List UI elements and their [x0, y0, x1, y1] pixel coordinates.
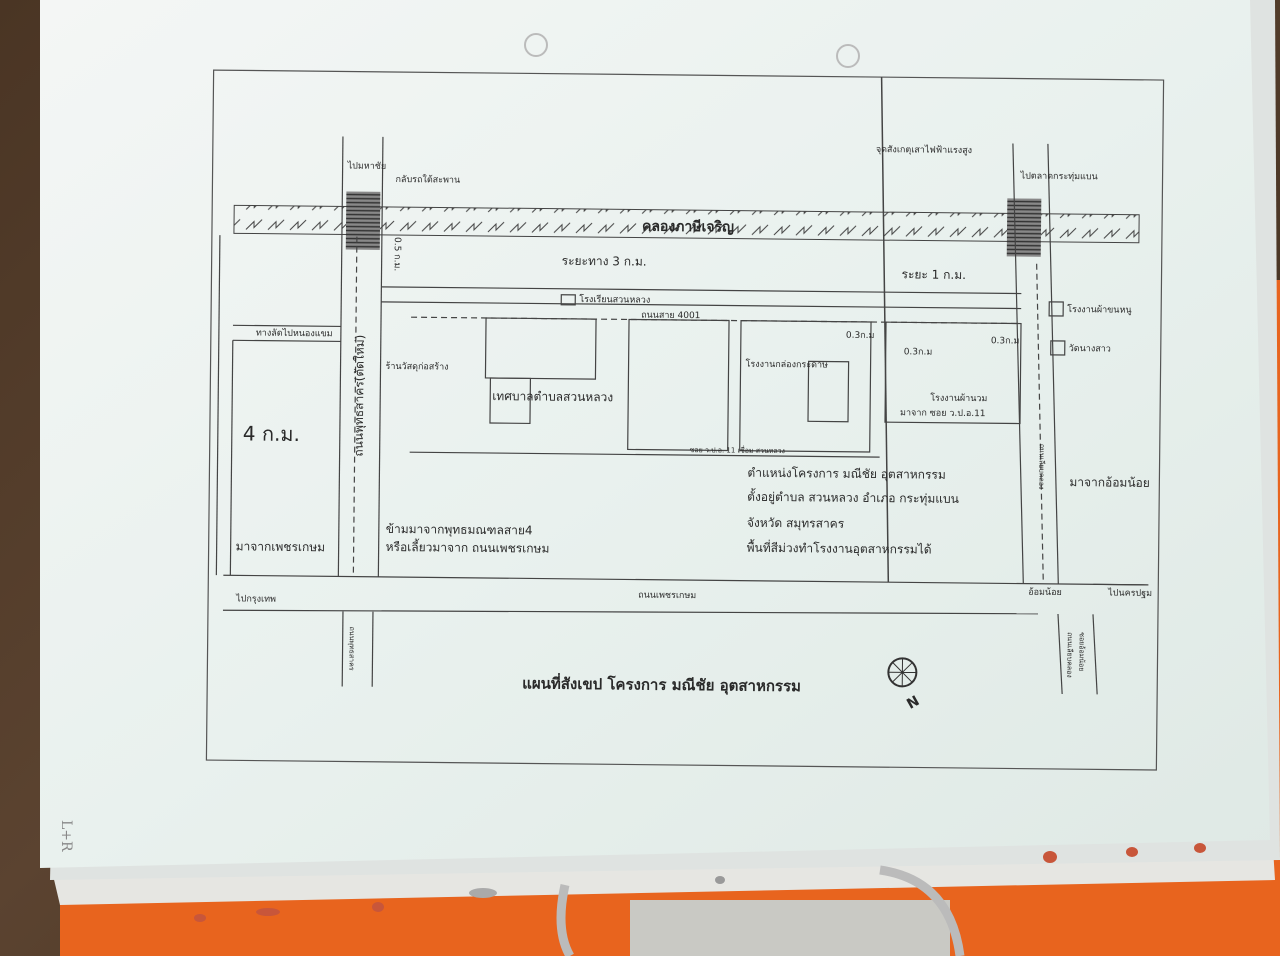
binder-mechanism	[630, 900, 950, 956]
location-line-1: ตำแหน่งโครงการ มณีชัย อุตสาหกรรม	[747, 466, 946, 483]
road-bottom-right-label-2: ซอยอ้อมน้อย	[1077, 632, 1085, 671]
canal	[233, 204, 1140, 244]
map-border	[205, 69, 1165, 771]
distance-1km: ระยะ 1 ก.ม.	[901, 267, 966, 282]
shortcut-label: ทางลัดไปหนองแขม	[256, 328, 333, 340]
roads	[215, 77, 1149, 695]
bridge-right	[1006, 198, 1042, 257]
quilt-factory-label: โรงงานผ้านวม	[930, 393, 987, 405]
distance-0-3km-a: 0.3ก.ม	[846, 331, 875, 341]
distance-0-5km: 0.5 ก.ม.	[392, 237, 402, 271]
note-cross-1: ข้ามมาจากพุทธมณฑลสาย4	[386, 522, 533, 539]
from-omnoi-label: มาจากอ้อมน้อย	[1069, 475, 1150, 490]
distance-4km: 4 ก.ม.	[243, 421, 300, 446]
map-drawing: คลองภาษีเจริญ	[205, 69, 1165, 771]
road-right-label: ถนนเลียบคลอง	[1037, 444, 1045, 490]
omnoi-label: อ้อมน้อย	[1028, 587, 1062, 598]
road-4001-label: ถนนสาย 4001	[641, 311, 700, 322]
location-line-4: พื้นที่สีม่วงทำโรงงานอุตสาหกรรมได้	[747, 539, 932, 558]
to-krathumbaen-label: ไปตลาดกระทุ่มแบน	[1020, 171, 1098, 183]
from-soi-label: มาจาก ซอย ว.ป.อ.11	[900, 408, 986, 419]
compass-icon	[887, 657, 918, 688]
location-line-2: ตั้งอยู่ตำบล สวนหลวง อำเภอ กระทุ่มแบน	[747, 488, 959, 507]
location-line-3: จังหวัด สมุทรสาคร	[747, 516, 845, 532]
handwritten-note: L+R	[58, 820, 74, 852]
road-bottom-right-label-1: ถนนเลียบคลอง	[1065, 632, 1073, 678]
school-label: โรงเรียนสวนหลวง	[579, 294, 650, 306]
note-cross-2: หรือเลี้ยวมาจาก ถนนเพชรเกษม	[386, 538, 550, 556]
binder-ring-left	[556, 884, 574, 956]
municipality-label: เทศบาลตำบลสวนหลวง	[492, 389, 613, 404]
soi-11-label: ซอย ว.ป.อ. 11 เชื่อม สวนหลวง	[690, 445, 785, 455]
road-phetkasem-label: ถนนเพชรเกษม	[638, 591, 696, 602]
paper-sheet	[40, 0, 1270, 868]
box-factory-label: โรงงานกล่องกระดาษ	[746, 359, 829, 371]
distance-0-3km-b: 0.3ก.ม	[904, 347, 933, 357]
from-phetkasem-label: มาจากเพชรเกษม	[236, 539, 326, 554]
towel-factory-label: โรงงานผ้าขนหนู	[1067, 304, 1132, 316]
to-nakhonpathom-label: ไปนครปฐม	[1107, 587, 1152, 598]
distance-0-3km-c: 0.3ก.ม	[991, 336, 1020, 346]
to-bangkok-label: ไปกรุงเทพ	[235, 593, 276, 604]
uturn-label: กลับรถใต้สะพาน	[395, 174, 460, 186]
distance-3km: ระยะทาง 3 ก.ม.	[562, 254, 647, 269]
road-buddhasakhon-label: ถนนพุทธสาคร(ตัดใหม่)	[352, 335, 368, 457]
landmark-pylon-label: จุดสังเกตุเสาไฟฟ้าแรงสูง	[876, 144, 972, 156]
temple-label: วัดนางสาว	[1069, 344, 1111, 354]
canal-label: คลองภาษีเจริญ	[642, 219, 734, 236]
punch-holes	[194, 33, 1206, 922]
binder-ring-right	[879, 865, 965, 956]
road-bottom-left-label: ถนนพุทธสาคร	[347, 627, 355, 671]
to-mahachai-label: ไปมหาชัย	[347, 160, 387, 171]
bridge-left	[345, 191, 381, 250]
material-shop-label: ร้านวัสดุก่อสร้าง	[385, 361, 448, 373]
map-title: แผนที่สังเขป โครงการ มณีชัย อุตสาหกรรม	[522, 672, 801, 696]
